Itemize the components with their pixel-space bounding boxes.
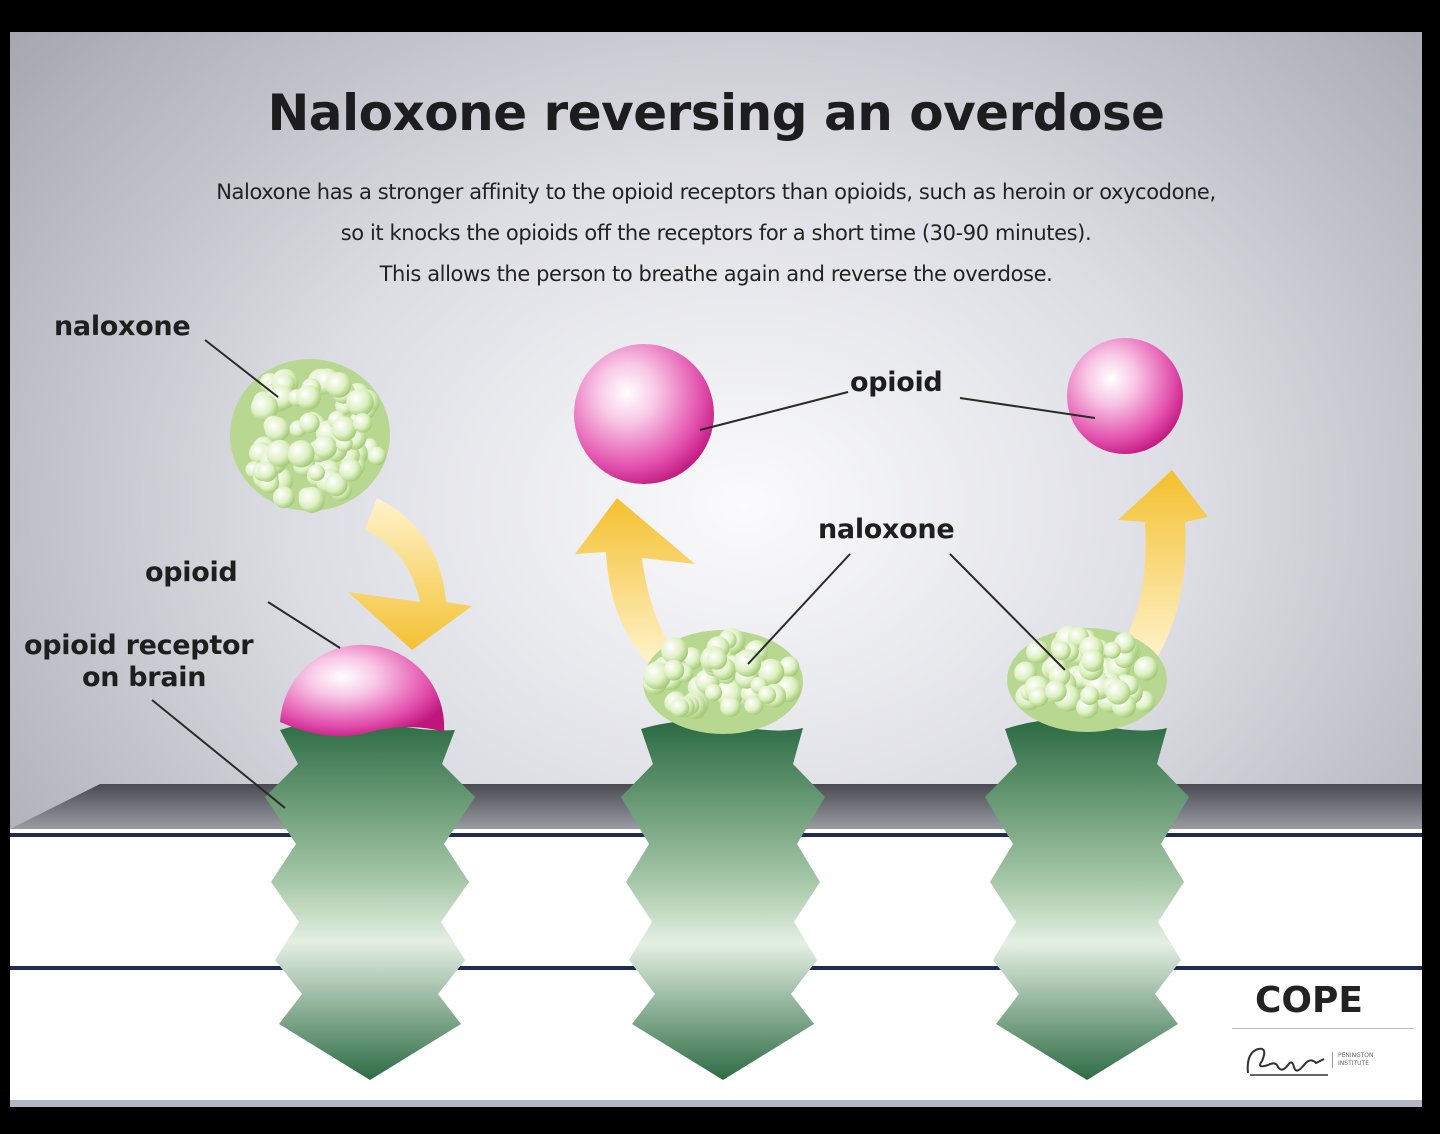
naloxone-bubble (1052, 641, 1071, 661)
naloxone-bubble (744, 696, 763, 715)
arrow-down (348, 498, 472, 650)
intro-line-2: so it knocks the opioids off the recepto… (340, 221, 1092, 245)
naloxone-bubble (663, 659, 685, 681)
naloxone-bubble (266, 439, 294, 468)
opioid-receptor-3 (985, 719, 1189, 1080)
intro-line-3: This allows the person to breathe again … (379, 262, 1053, 286)
opioid-released-2 (1067, 338, 1183, 454)
naloxone-bubble (339, 458, 362, 482)
label-opioid-top: opioid (850, 367, 943, 398)
penington-institute: PENINGTON INSTITUTE (1332, 1052, 1418, 1068)
naloxone-bubble (251, 393, 279, 421)
naloxone-cluster-free (230, 359, 390, 513)
slide: Naloxone reversing an overdose Naloxone … (10, 32, 1422, 1107)
leader-naloxone-to-left (747, 553, 851, 665)
naloxone-bubble (298, 486, 325, 513)
naloxone-bubble (352, 413, 373, 433)
intro-text: Naloxone has a stronger affinity to the … (30, 172, 1402, 295)
label-naloxone-left: naloxone (54, 311, 191, 342)
naloxone-bubble (1105, 679, 1131, 705)
penington-signature (1246, 1047, 1328, 1076)
opioid-receptor-2 (621, 720, 825, 1080)
naloxone-bubble (264, 417, 290, 442)
opioid-released-1 (574, 344, 714, 484)
slide-bottom-edge (10, 1100, 1422, 1107)
org-line-1: PENINGTON (1338, 1052, 1374, 1059)
leader-naloxone-to-right (949, 553, 1066, 671)
naloxone-bubble (720, 696, 741, 717)
naloxone-bubble (661, 637, 689, 665)
arrow-up-2 (1118, 470, 1208, 672)
naloxone-bubble (367, 446, 387, 466)
naloxone-bubble (308, 464, 325, 481)
label-receptor-line-2: on brain (82, 662, 207, 693)
leader-opioid-to-right (959, 397, 1096, 419)
org-line-2: INSTITUTE (1338, 1060, 1370, 1067)
naloxone-bubble (779, 656, 800, 677)
naloxone-bubble (296, 384, 321, 410)
naloxone-bubble (1028, 687, 1049, 707)
naloxone-bubble (287, 440, 315, 468)
naloxone-bubble (670, 698, 690, 718)
naloxone-bubble (312, 435, 338, 460)
naloxone-bubble (704, 683, 723, 702)
intro-line-1: Naloxone has a stronger affinity to the … (216, 180, 1216, 204)
leader-opioid-left (267, 601, 341, 649)
slide-title: Naloxone reversing an overdose (267, 84, 1165, 142)
naloxone-bubble (346, 388, 374, 417)
naloxone-bubble (324, 473, 348, 497)
naloxone-bubble (758, 658, 785, 685)
naloxone-cluster-bound-2 (1007, 625, 1167, 732)
naloxone-bubble (758, 685, 777, 704)
naloxone-cluster-bound-1 (643, 628, 803, 734)
leader-opioid-to-left (699, 391, 849, 431)
naloxone-bubble (331, 416, 357, 442)
naloxone-bubble (1080, 686, 1100, 705)
naloxone-bubble (325, 372, 352, 398)
naloxone-bubble (299, 412, 320, 434)
diagram-canvas (10, 32, 1422, 1107)
naloxone-bubble (1081, 649, 1104, 672)
leader-naloxone-left (204, 339, 279, 398)
leader-receptor (151, 699, 286, 809)
cope-logo: COPE (1255, 980, 1363, 1021)
brand-divider (1232, 1028, 1414, 1029)
opioid-bound (280, 644, 445, 737)
naloxone-bubble (1134, 656, 1159, 681)
naloxone-bubble (1044, 680, 1067, 702)
label-opioid-left: opioid (145, 557, 238, 588)
label-receptor-line-1: opioid receptor (24, 630, 254, 661)
label-naloxone-middle: naloxone (818, 514, 955, 545)
opioid-receptor-1 (265, 718, 475, 1080)
naloxone-bubble (706, 649, 728, 670)
naloxone-bubble (1026, 640, 1050, 664)
naloxone-bubble (273, 486, 295, 509)
naloxone-bubble (1103, 641, 1121, 659)
naloxone-bubble (257, 461, 277, 482)
arrow-up-1 (575, 498, 695, 674)
